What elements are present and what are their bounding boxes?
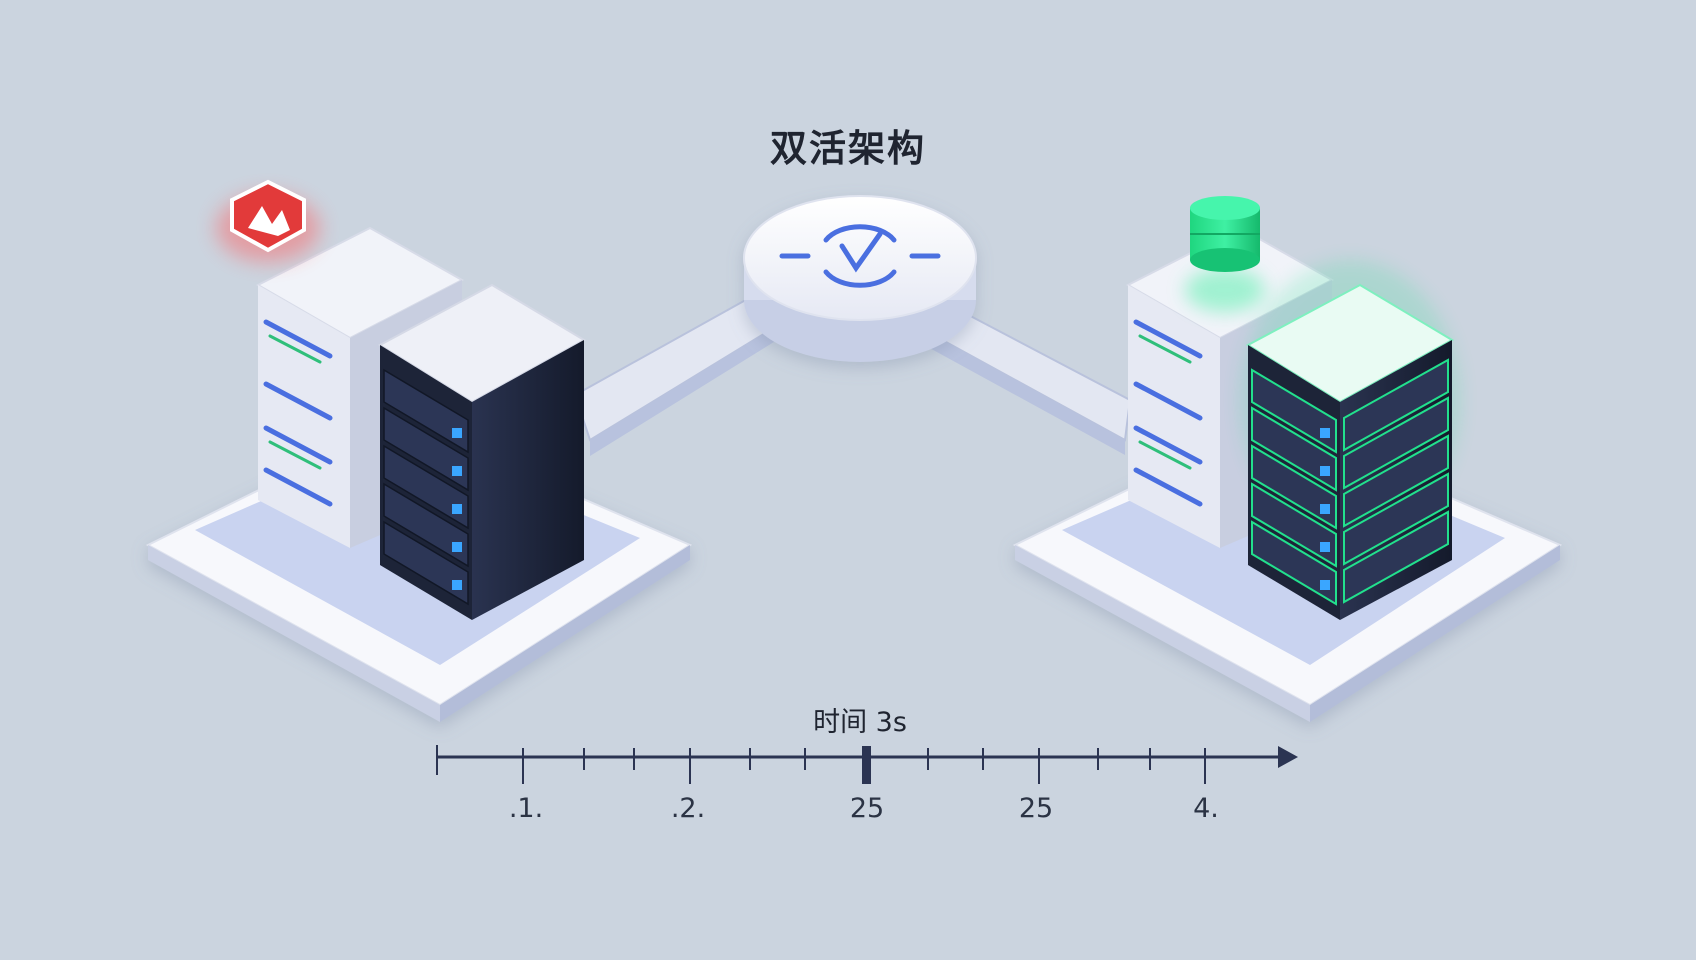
timeline-tick-label: 4. bbox=[1193, 793, 1219, 824]
timeline-axis bbox=[436, 745, 1298, 784]
timeline-tick-label: 25 bbox=[849, 793, 885, 824]
left-server-rack bbox=[377, 283, 587, 620]
sync-hub bbox=[743, 195, 977, 362]
left-site bbox=[145, 179, 693, 722]
timeline-label: 时间 3s bbox=[813, 707, 907, 738]
database-icon bbox=[1185, 196, 1265, 312]
right-server-rack bbox=[1240, 260, 1460, 620]
sync-check-icon bbox=[779, 224, 941, 288]
right-site bbox=[1012, 196, 1563, 722]
diagram-title: 双活架构 bbox=[770, 127, 926, 170]
timeline-current-marker bbox=[862, 746, 871, 784]
alert-badge-icon bbox=[216, 179, 320, 262]
timeline-tick-label: .2. bbox=[670, 793, 706, 824]
timeline-tick-label: 25 bbox=[1018, 793, 1054, 824]
timeline-tick-label: .1. bbox=[508, 793, 544, 824]
